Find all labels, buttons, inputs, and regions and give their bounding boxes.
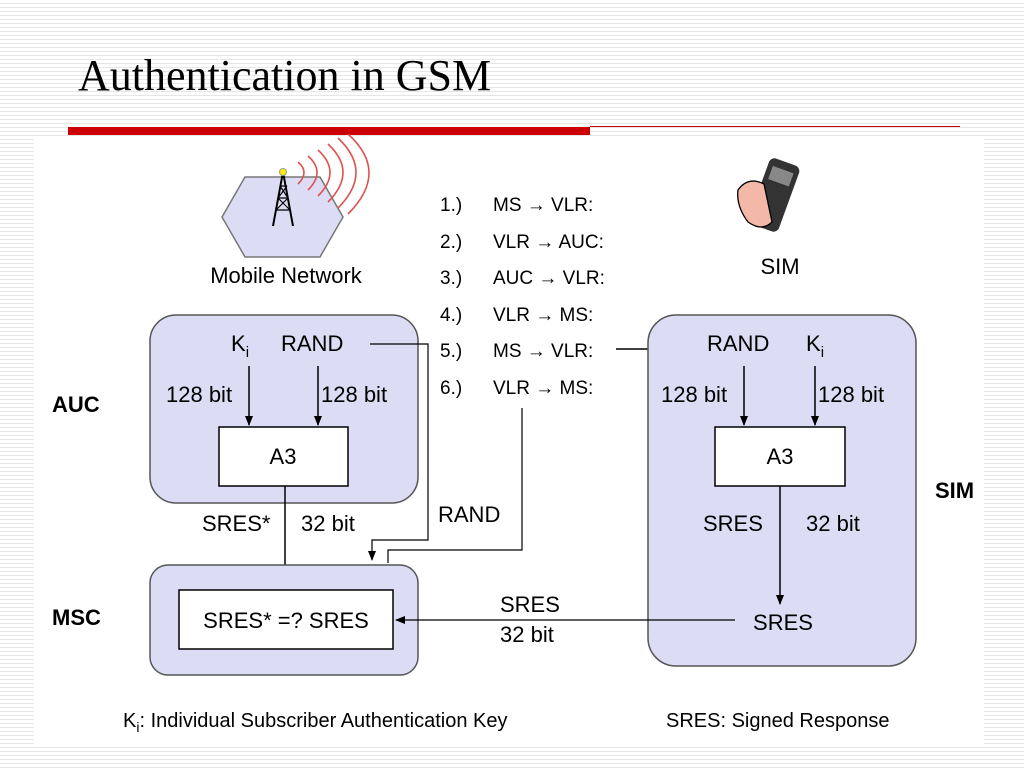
sim-ki-bits: 128 bit xyxy=(818,382,884,407)
auc-ki-label: Ki xyxy=(231,331,249,361)
title-underline-thin xyxy=(590,126,960,127)
auc-sres-star-label: SRES* xyxy=(202,511,271,536)
msc-compare-label: SRES* =? SRES xyxy=(203,608,369,633)
phone-icon xyxy=(737,158,800,232)
step-num: 2.) xyxy=(440,232,462,253)
step-num: 6.) xyxy=(440,378,462,399)
step-text: MS → VLR: xyxy=(493,341,593,362)
sim-a3-box xyxy=(714,426,846,487)
legend-sres: SRES: Signed Response xyxy=(666,710,889,732)
step-text: VLR → MS: xyxy=(493,305,593,326)
mobile-network-label: Mobile Network xyxy=(210,263,363,288)
auc-rand-bits: 128 bit xyxy=(321,382,387,407)
steps-list: 1.) MS → VLR: 2.) VLR → AUC: 3.) AUC → V… xyxy=(440,195,605,399)
step-num: 3.) xyxy=(440,268,462,289)
sim-sres-label: SRES xyxy=(703,511,763,536)
step-text: VLR → AUC: xyxy=(493,232,604,253)
auc-a3-box xyxy=(218,426,349,487)
auc-rand-label: RAND xyxy=(281,331,343,356)
step-text: MS → VLR: xyxy=(493,195,593,216)
sim-a3-label: A3 xyxy=(767,444,794,469)
sim-sres-bits: 32 bit xyxy=(806,511,860,536)
auc-ki-bits: 128 bit xyxy=(166,382,232,407)
step-num: 1.) xyxy=(440,195,462,216)
legend-ki: Ki: Individual Subscriber Authentication… xyxy=(123,710,507,735)
sim-box xyxy=(647,314,917,667)
step-num: 4.) xyxy=(440,305,462,326)
sim-ki-label: Ki xyxy=(806,331,824,361)
step-num: 5.) xyxy=(440,341,462,362)
step-text: AUC → VLR: xyxy=(493,268,605,289)
sim-sres-output: SRES xyxy=(753,610,813,635)
msc-compare-box xyxy=(178,589,394,650)
mobile-network-icon xyxy=(221,133,370,258)
slide-title: Authentication in GSM xyxy=(78,51,492,100)
msc-side-label: MSC xyxy=(52,605,101,630)
rand-transfer-label: RAND xyxy=(438,502,500,527)
auc-box xyxy=(149,314,419,504)
auc-side-label: AUC xyxy=(52,392,100,417)
sres-transfer-label: SRES xyxy=(500,592,560,617)
sim-rand-label: RAND xyxy=(707,331,769,356)
sim-side-label: SIM xyxy=(935,478,974,503)
sres-transfer-bits: 32 bit xyxy=(500,622,554,647)
step-text: VLR → MS: xyxy=(493,378,593,399)
auc-a3-label: A3 xyxy=(270,444,297,469)
sim-icon-label: SIM xyxy=(760,254,799,279)
title-underline xyxy=(68,127,590,135)
auc-sres-bits: 32 bit xyxy=(301,511,355,536)
sim-rand-bits: 128 bit xyxy=(661,382,727,407)
